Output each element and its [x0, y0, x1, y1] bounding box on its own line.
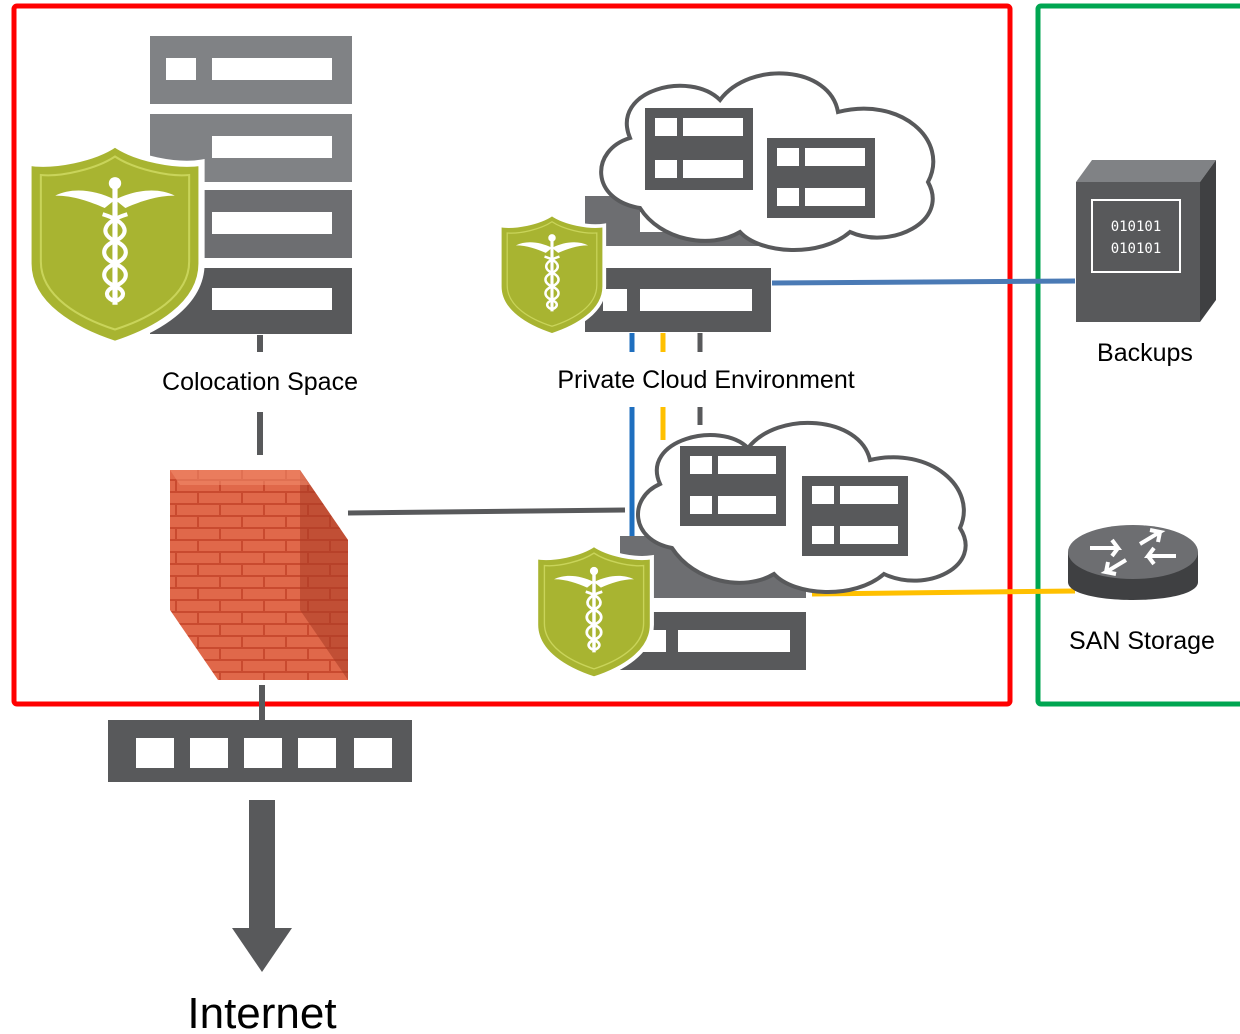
- firewall-to-cloud-link: [347, 507, 626, 516]
- san-storage-label: SAN Storage: [1069, 627, 1215, 655]
- arrow-down-icon: [232, 800, 292, 972]
- private-cloud-top-servers: [645, 108, 875, 218]
- backup-binary-line-2: 010101: [1111, 241, 1162, 257]
- internet-label: Internet: [187, 989, 336, 1034]
- backup-binary-line-1: 010101: [1111, 219, 1162, 235]
- colocation-server-rack-icon: [150, 36, 352, 334]
- colocation-medical-shield-icon: [28, 144, 201, 344]
- private-cloud-bottom-medical-shield-icon: [536, 545, 652, 679]
- router-icon: [1068, 525, 1198, 600]
- network-switch-icon: [108, 720, 412, 782]
- firewall-icon: [170, 470, 348, 680]
- backup-storage-icon: 010101 010101: [1076, 160, 1216, 322]
- colocation-space-label: Colocation Space: [162, 368, 358, 396]
- on-premise-boundary: [11, 3, 1013, 707]
- private-cloud-top-medical-shield-icon: [500, 214, 605, 335]
- private-cloud-bottom-servers: [680, 446, 908, 556]
- backup-link: [771, 278, 1076, 286]
- offsite-boundary: [1035, 3, 1240, 707]
- san-link: [811, 588, 1076, 597]
- private-cloud-label: Private Cloud Environment: [557, 366, 854, 394]
- backups-label: Backups: [1097, 339, 1193, 367]
